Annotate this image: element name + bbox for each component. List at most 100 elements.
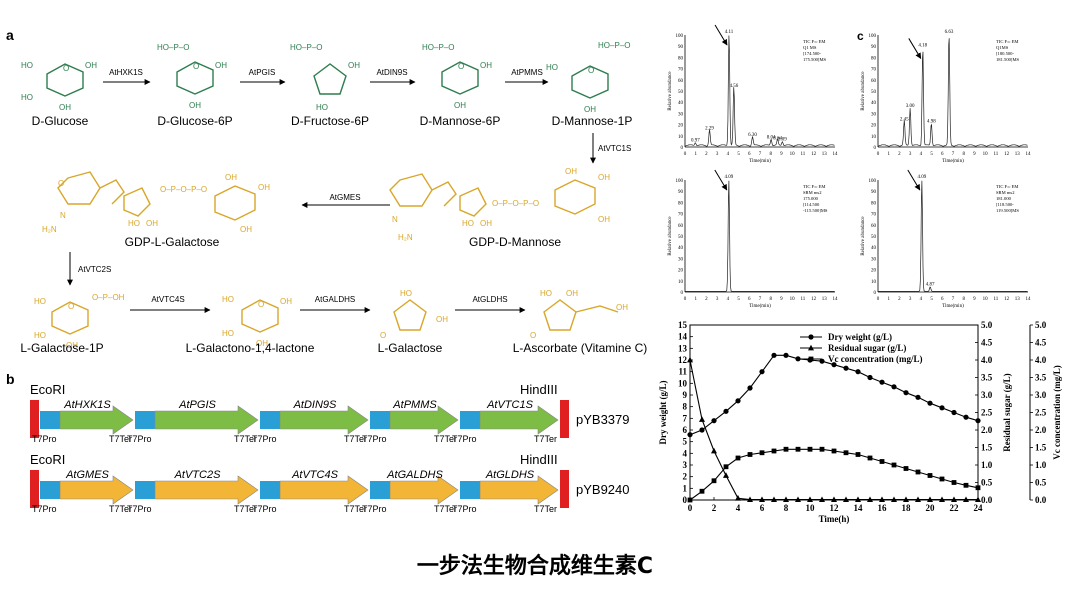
br-xtick: 7 — [952, 297, 955, 302]
tl-ylabel: Relative abundance — [668, 71, 673, 111]
tr-ytick: 100 — [869, 34, 877, 39]
c1-hindiii-site — [560, 400, 569, 438]
point-residual-sugar — [939, 496, 945, 503]
tl-ytick: 80 — [678, 56, 684, 61]
label-d-fructose-6p: D-Fructose-6P — [291, 114, 369, 128]
point-residual-sugar — [687, 356, 693, 363]
br-ytick: 70 — [871, 213, 877, 218]
x-tick-label: 2 — [712, 503, 717, 513]
c2-gene-label-4: AtGLDHS — [485, 469, 535, 481]
svg-text:OH: OH — [225, 173, 237, 182]
bl-ytick: 90 — [678, 190, 684, 195]
c2-gene-label-3: AtGALDHS — [386, 469, 443, 481]
c1-promoter-label-1: T7Pro — [127, 434, 152, 444]
label-d-mannose-1p: D-Mannose-1P — [552, 114, 633, 128]
tl-ytick: 60 — [678, 79, 684, 84]
br-ytick: 40 — [871, 246, 877, 251]
tl-ytick: 30 — [678, 112, 684, 117]
svg-text:HO: HO — [34, 297, 46, 306]
svg-text:HO: HO — [540, 289, 552, 298]
y2-tick-label: 1.0 — [981, 460, 993, 470]
enzyme-atdin9s: AtDIN9S — [376, 68, 407, 77]
point-vc — [855, 452, 861, 457]
tl-peak-arrow — [714, 24, 728, 46]
c1-promoter-label-0: T7Pro — [32, 434, 57, 444]
y-tick-label: 10 — [678, 378, 688, 388]
svg-text:O–P–O–P–O: O–P–O–P–O — [160, 185, 207, 194]
point-dry-weight — [927, 400, 933, 406]
y2-tick-label: 0.0 — [981, 495, 993, 505]
br-info-line-0: TIC F:c EM — [996, 184, 1018, 189]
point-vc — [783, 446, 789, 452]
point-vc — [795, 446, 801, 452]
point-vc — [819, 446, 825, 452]
enzyme-atpgis: AtPGIS — [249, 68, 276, 77]
svg-text:N: N — [392, 215, 398, 224]
br-xtick: 5 — [930, 297, 933, 302]
label-gdp-l-galactose: GDP-L-Galactose — [125, 235, 220, 249]
tr-xtick: 9 — [973, 152, 976, 157]
c2-gene-arrow-0 — [59, 475, 134, 505]
enzyme-atgldhs: AtGLDHS — [472, 295, 507, 304]
c1-promoter-0 — [40, 411, 60, 429]
tr-xtick: 0 — [877, 152, 880, 157]
svg-text:HO: HO — [34, 331, 46, 340]
tl-ytick: 90 — [678, 45, 684, 50]
br-xtick: 11 — [993, 297, 998, 302]
y-tick-label: 5 — [683, 437, 688, 447]
svg-text:HO: HO — [222, 329, 234, 338]
y-tick-label: 6 — [683, 425, 688, 435]
point-residual-sugar — [699, 416, 705, 422]
c2-terminator-label-2: T7Ter — [344, 504, 367, 514]
gdp-l-galactose-structure: O N H₂N HO OH O–P–O–P–O OH OH OH — [42, 171, 270, 234]
tr-xtick: 10 — [983, 152, 989, 157]
tr-peak-label-4: 6.63 — [945, 30, 954, 35]
c1-gene-arrow-0 — [59, 405, 134, 435]
svg-text:OH: OH — [616, 303, 628, 312]
point-dry-weight — [699, 427, 705, 433]
y-tick-label: 8 — [683, 402, 688, 412]
point-dry-weight — [867, 374, 873, 381]
svg-text:HO: HO — [462, 219, 474, 228]
c1-gene-label-0: AtHXK1S — [63, 399, 111, 411]
svg-text:HO–P–O: HO–P–O — [290, 43, 322, 52]
y3-tick-label: 0.0 — [1035, 495, 1047, 505]
svg-text:HO–P–O: HO–P–O — [157, 43, 189, 52]
point-dry-weight — [855, 369, 861, 375]
point-vc — [807, 446, 813, 452]
tl-xtick: 8 — [769, 152, 772, 157]
legend-label-2: Vc concentration (mg/L) — [828, 354, 922, 364]
point-dry-weight — [819, 358, 825, 364]
tl-peak-label-4: 6.30 — [748, 133, 757, 138]
bl-xtick: 10 — [790, 297, 796, 302]
c2-promoter-4 — [460, 481, 480, 499]
x-tick-label: 22 — [950, 503, 960, 513]
x-tick-label: 18 — [902, 503, 912, 513]
svg-text:HO: HO — [316, 103, 328, 112]
c1-promoter-label-3: T7Pro — [362, 434, 387, 444]
y-tick-label: 0 — [683, 495, 688, 505]
point-vc — [687, 497, 693, 503]
c2-ecori-site — [30, 470, 39, 508]
c1-promoter-label-2: T7Pro — [252, 434, 277, 444]
point-vc — [903, 466, 909, 471]
svg-text:HO: HO — [222, 295, 234, 304]
tl-ytick: 0 — [681, 146, 684, 151]
label-l-galactose-1p: L-Galactose-1P — [20, 341, 103, 355]
tl-ytick: 50 — [678, 90, 684, 95]
c1-plasmid-name: pYB3379 — [576, 412, 630, 427]
c2-promoter-label-0: T7Pro — [32, 504, 57, 514]
point-dry-weight — [723, 408, 729, 414]
point-vc — [951, 480, 957, 485]
svg-text:O: O — [380, 331, 386, 340]
legend-marker-2 — [808, 356, 814, 362]
bl-info-line-2: 175.000 — [803, 196, 819, 201]
c1-gene-label-3: AtPMMS — [392, 399, 437, 411]
y2-axis-label: Residual sugar (g/L) — [1002, 373, 1012, 451]
point-dry-weight — [747, 385, 753, 391]
